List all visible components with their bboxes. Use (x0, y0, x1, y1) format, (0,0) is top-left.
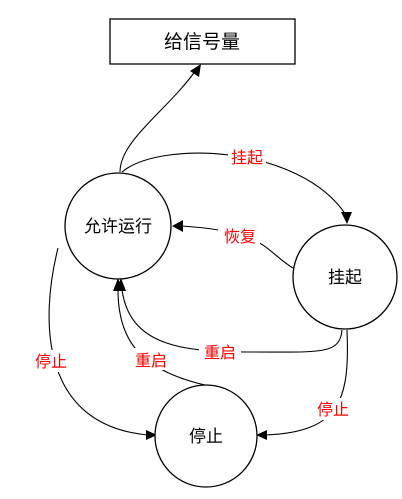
node-stop-label: 停止 (189, 427, 223, 447)
node-signal-label: 给信号量 (164, 31, 240, 53)
nodes: 给信号量 允许运行 挂起 停止 (64, 18, 398, 488)
arrowhead-icon (190, 64, 201, 77)
arrowhead-icon (341, 212, 352, 224)
edge-label-stop-right: 停止 (317, 400, 349, 419)
arrowhead-icon (256, 430, 267, 440)
node-suspend-label: 挂起 (328, 268, 362, 288)
arrowhead-icon (172, 220, 183, 232)
node-stop (154, 384, 258, 488)
arrowhead-icon (146, 430, 157, 440)
edge-suspend-to-allow-restart (121, 289, 343, 353)
edge-label-restart-right: 重启 (204, 343, 236, 362)
node-signal-box (109, 18, 296, 65)
edge-label-restart-left: 重启 (135, 351, 167, 370)
edge-label-suspend: 挂起 (231, 148, 263, 167)
node-suspend (292, 224, 398, 330)
node-allow-run (64, 172, 172, 280)
arrowhead-icon (116, 278, 126, 291)
edge-allow-to-signal (119, 69, 197, 173)
edge-labels: 挂起 恢复 停止 重启 重启 停止 (30, 146, 354, 420)
edge-label-stop-left: 停止 (35, 352, 67, 371)
node-allow-run-label: 允许运行 (84, 217, 152, 237)
edge-stop-to-allow (117, 289, 206, 386)
edge-label-resume: 恢复 (224, 227, 256, 246)
